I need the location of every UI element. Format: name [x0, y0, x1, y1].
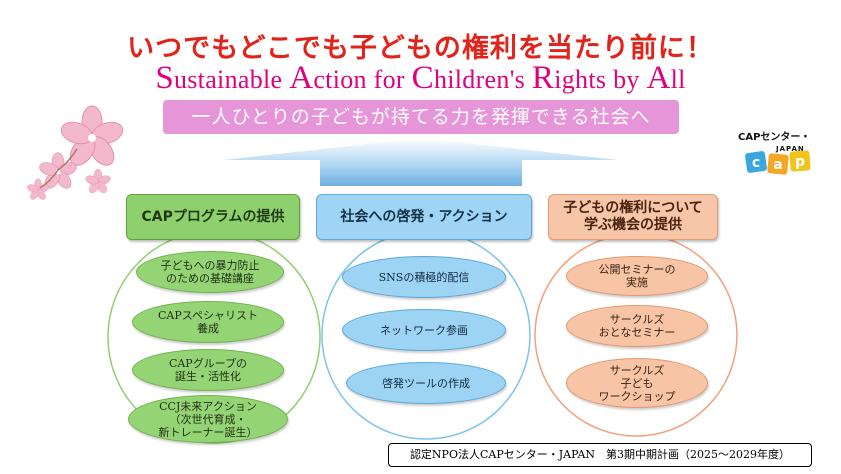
sakura-blossom-icon: [27, 105, 124, 200]
pillar-title-learning: 子どもの権利について 学ぶ機会の提供: [548, 194, 718, 240]
slogan-word: ll: [670, 65, 686, 94]
pillar-title-cap-program: CAPプログラムの提供: [126, 194, 300, 240]
up-arrow-icon: [224, 138, 618, 186]
slogan-word: ction for: [313, 65, 412, 94]
slogan-capital: A: [289, 60, 314, 96]
headline: いつでもどこでも子どもの権利を当たり前に！: [127, 33, 714, 64]
item-network: ネットワーク参画: [342, 309, 506, 351]
logo-letter: a: [773, 157, 782, 173]
slogan-english: Sustainable Action for Children's Rights…: [0, 60, 841, 97]
logo-letter: p: [795, 154, 805, 170]
item-adult-seminar: サークルズ おとなセミナー: [566, 305, 708, 347]
slogan-word: ustainable: [173, 65, 290, 94]
logo-label: CAPセンター・ JAPAN: [738, 132, 811, 153]
item-child-workshop: サークルズ 子ども ワークショップ: [566, 358, 708, 408]
cap-logo-icon: c a p: [745, 150, 811, 175]
slogan-capital: A: [646, 60, 671, 96]
item-public-seminar: 公開セミナーの 実施: [566, 256, 708, 296]
slogan-word: hildren's: [433, 65, 532, 94]
item-sns: SNSの積極的配信: [342, 256, 506, 298]
slogan-capital: R: [531, 60, 555, 96]
vision-banner: 一人ひとりの子どもが持てる力を発揮できる社会へ: [163, 100, 679, 134]
item-basic-course: 子どもへの暴力防止 のための基礎講座: [136, 251, 284, 293]
pillar-title-social-action: 社会への啓発・アクション: [316, 194, 532, 240]
logo-letter: c: [752, 155, 760, 171]
item-tools: 啓発ツールの作成: [346, 362, 506, 404]
item-group-activation: CAPグループの 誕生・活性化: [132, 349, 284, 391]
slogan-word: ights by: [554, 65, 647, 94]
slogan-capital: S: [155, 60, 174, 96]
slogan-capital: C: [411, 60, 434, 96]
item-specialist-training: CAPスペシャリスト 養成: [132, 301, 284, 343]
item-future-action: CCJ未来アクション （次世代育成・ 新トレーナー誕生）: [128, 395, 288, 443]
footer-caption: 認定NPO法人CAPセンター・JAPAN 第3期中期計画（2025～2029年度…: [388, 443, 812, 467]
